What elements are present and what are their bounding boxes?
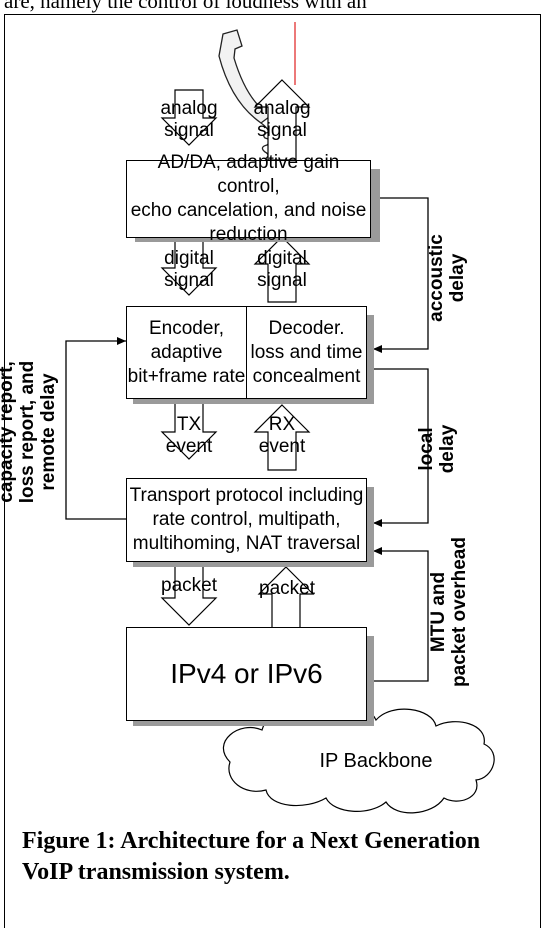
figure-frame (4, 14, 541, 928)
acoustic-delay-label: accoustic delay (426, 234, 468, 322)
mtu-overhead-connector (373, 547, 429, 682)
local-delay-label: local delay (416, 424, 458, 474)
rx-event-label: RX event (258, 414, 306, 457)
encoder-box: Encoder, adaptive bit+frame rate (126, 306, 247, 399)
mtu-overhead-label: MTU and packet overhead (428, 537, 470, 687)
preceding-text-fragment: are, namely the control of loudness with… (4, 0, 367, 13)
analog-out-label: analog signal (253, 98, 311, 141)
ip-version-box: IPv4 or IPv6 (126, 627, 367, 721)
capacity-report-label: capacity report, loss report, and remote… (0, 360, 59, 504)
digital-up-arrow (253, 236, 311, 303)
capacity-report-connector (65, 337, 126, 520)
ip-backbone-label: IP Backbone (319, 750, 433, 772)
figure-caption: Figure 1: Architecture for a Next Genera… (22, 828, 481, 885)
digital-up-label: digital signal (257, 248, 307, 291)
decoder-box: Decoder. loss and time concealment (246, 306, 367, 399)
tx-event-label: TX event (165, 414, 213, 457)
digital-down-arrow (160, 237, 218, 296)
packet-down-label: packet (161, 575, 217, 596)
transport-protocol-box: Transport protocol including rate contro… (126, 478, 367, 562)
rx-event-arrow (253, 404, 311, 471)
acoustic-delay-connector (373, 197, 429, 353)
local-delay-connector (373, 368, 429, 527)
ad-da-box: AD/DA, adaptive gain control, echo cance… (126, 152, 371, 245)
packet-up-label: packet (259, 578, 315, 599)
analog-in-arrow (160, 89, 218, 146)
analog-in-label: analog signal (160, 98, 218, 141)
digital-down-label: digital signal (164, 248, 214, 291)
